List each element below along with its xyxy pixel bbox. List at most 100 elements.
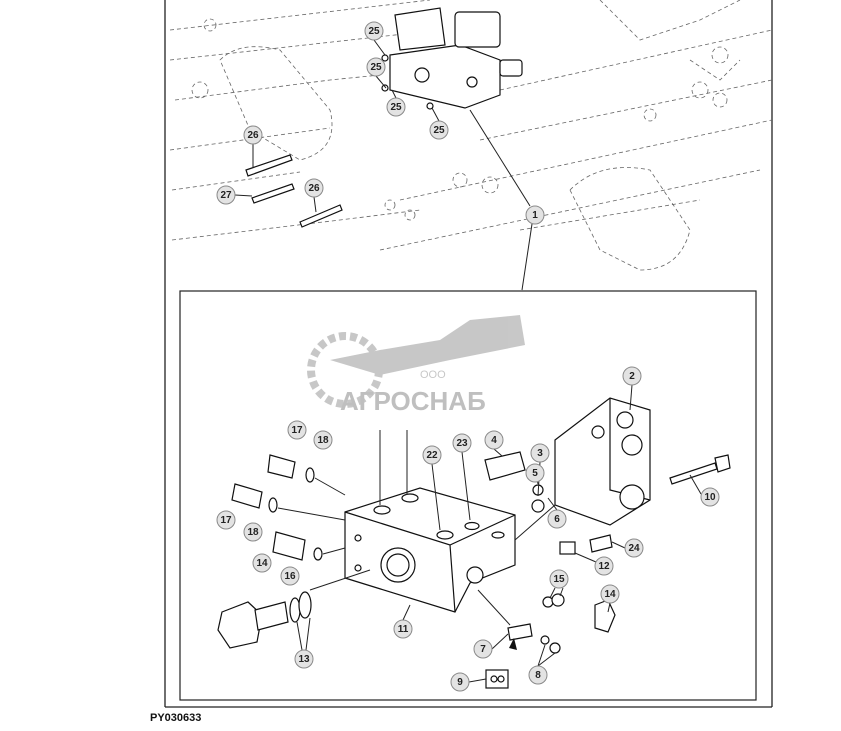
callout-label: 25: [390, 102, 402, 113]
callout-10: 10: [700, 487, 720, 507]
callout-circle: [530, 443, 550, 463]
callout-17: 17: [216, 510, 236, 530]
callout-circle: [594, 556, 614, 576]
callout-circle: [700, 487, 720, 507]
callout-17: 17: [287, 420, 307, 440]
callout-27: 27: [216, 185, 236, 205]
valve-assembly-overview: [381, 7, 523, 110]
callout-circle: [366, 57, 386, 77]
figure-code: PY030633: [150, 712, 202, 724]
detail-frame: [179, 290, 757, 701]
callout-label: 26: [247, 130, 259, 141]
callout-11: 11: [393, 619, 413, 639]
callout-4: 4: [484, 430, 504, 450]
callout-circle: [547, 509, 567, 529]
callout-26: 26: [243, 125, 263, 145]
callout-5: 5: [525, 463, 545, 483]
callout-circle: [484, 430, 504, 450]
callout-22: 22: [422, 445, 442, 465]
callout-14: 14: [600, 584, 620, 604]
callout-circle: [525, 463, 545, 483]
callout-label: 5: [532, 468, 538, 479]
callout-label: 25: [370, 62, 382, 73]
callout-circle: [243, 522, 263, 542]
callout-circle: [294, 649, 314, 669]
callout-18: 18: [313, 430, 333, 450]
callout-circle: [600, 584, 620, 604]
callouts-overview: 25 25 25 25 26 27 26 1: [216, 21, 545, 225]
callout-label: 12: [598, 561, 610, 572]
callout-label: 3: [537, 448, 543, 459]
callout-label: 25: [368, 26, 380, 37]
callout-label: 1: [532, 210, 538, 221]
callout-circle: [280, 566, 300, 586]
callout-25: 25: [386, 97, 406, 117]
callout-label: 14: [604, 589, 616, 600]
callout-8: 8: [528, 665, 548, 685]
callout-label: 16: [284, 571, 296, 582]
callout-label: 6: [554, 514, 560, 525]
callout-label: 4: [491, 435, 497, 446]
callout-circle: [429, 120, 449, 140]
callout-circle: [216, 510, 236, 530]
callout-circle: [313, 430, 333, 450]
callout-label: 26: [308, 183, 320, 194]
watermark-prefix: ООО: [420, 369, 446, 381]
callout-label: 24: [628, 543, 640, 554]
callout-26: 26: [304, 178, 324, 198]
callout-circle: [216, 185, 236, 205]
bolts-overview: [245, 154, 343, 228]
callout-label: 9: [457, 677, 463, 688]
callout-circle: [393, 619, 413, 639]
callout-label: 23: [456, 438, 468, 449]
callout-circle: [422, 445, 442, 465]
valve-block-11: [344, 487, 516, 613]
callout-label: 7: [480, 644, 486, 655]
page-frame: [164, 0, 773, 708]
callout-label: 11: [398, 624, 409, 635]
callout-label: 18: [247, 527, 259, 538]
callout-circle: [364, 21, 384, 41]
callout-label: 18: [317, 435, 329, 446]
agrosnab-watermark: ООО АГРОСНАБ: [307, 315, 525, 416]
callout-25: 25: [366, 57, 386, 77]
overview-leaders: [234, 39, 533, 291]
callout-6: 6: [547, 509, 567, 529]
manifold-plate-2: [554, 397, 651, 526]
callout-3: 3: [530, 443, 550, 463]
callout-label: 17: [291, 425, 303, 436]
callout-9: 9: [450, 672, 470, 692]
callout-circle: [549, 569, 569, 589]
callout-circle: [252, 553, 272, 573]
callout-circle: [304, 178, 324, 198]
callout-1: 1: [525, 205, 545, 225]
callout-label: 27: [220, 190, 232, 201]
callout-15: 15: [549, 569, 569, 589]
callout-circle: [287, 420, 307, 440]
callout-circle: [386, 97, 406, 117]
callout-7: 7: [473, 639, 493, 659]
callout-label: 8: [535, 670, 541, 681]
callout-circle: [622, 366, 642, 386]
callout-circle: [243, 125, 263, 145]
callout-16: 16: [280, 566, 300, 586]
callout-label: 10: [704, 492, 716, 503]
callout-24: 24: [624, 538, 644, 558]
callout-13: 13: [294, 649, 314, 669]
callout-25: 25: [429, 120, 449, 140]
callout-23: 23: [452, 433, 472, 453]
fittings-detail: [217, 451, 616, 689]
callout-18: 18: [243, 522, 263, 542]
callout-label: 15: [553, 574, 565, 585]
callout-14: 14: [252, 553, 272, 573]
callout-circle: [473, 639, 493, 659]
callout-label: 17: [220, 515, 232, 526]
callout-12: 12: [594, 556, 614, 576]
callout-2: 2: [622, 366, 642, 386]
callout-label: 14: [256, 558, 268, 569]
callout-label: 2: [629, 371, 635, 382]
callout-label: 13: [298, 654, 310, 665]
callout-25: 25: [364, 21, 384, 41]
